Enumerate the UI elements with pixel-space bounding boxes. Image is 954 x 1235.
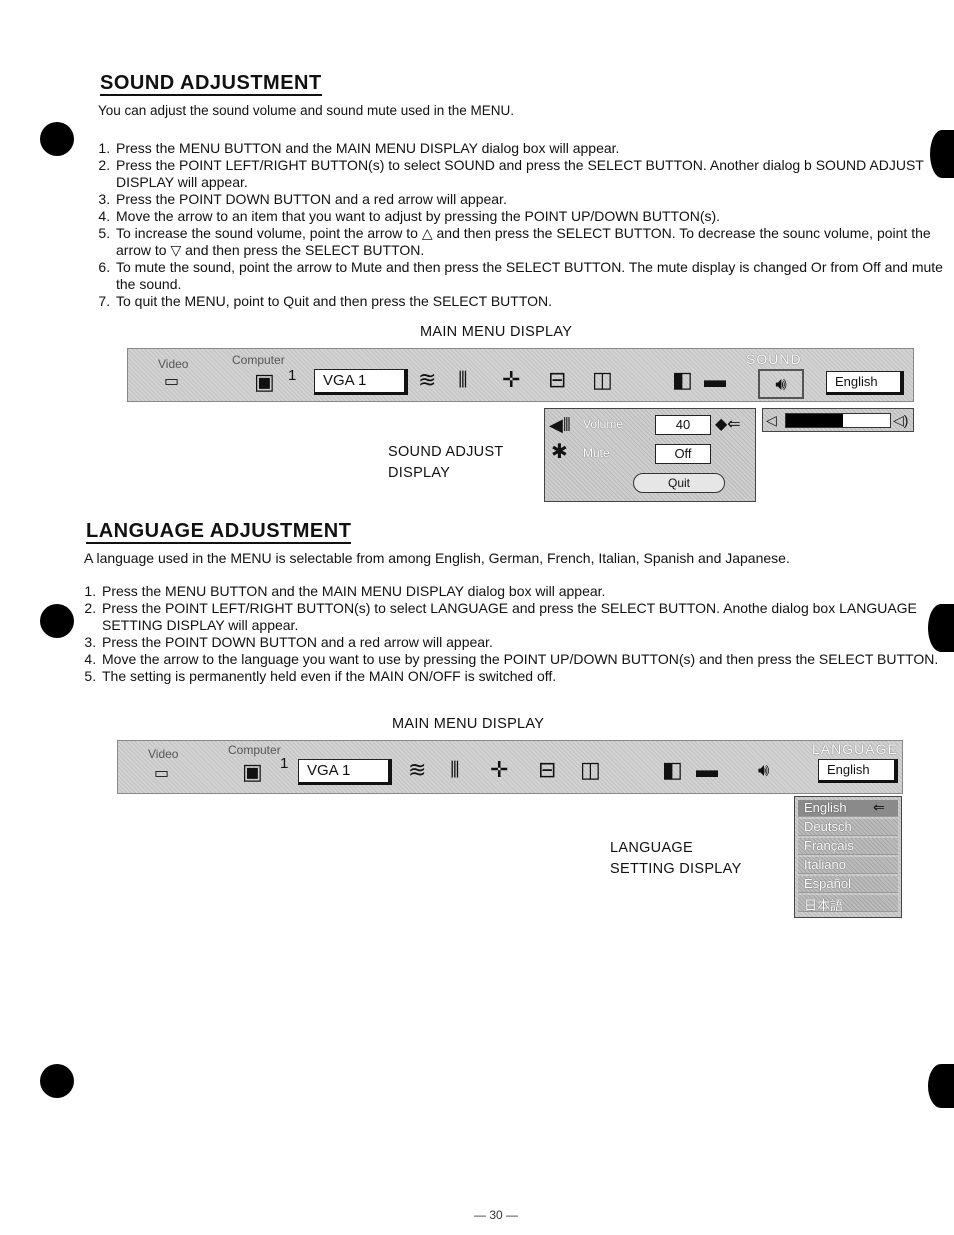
volume-up-down-arrows[interactable]: ◆⇐ [715, 416, 741, 433]
language-intro: A language used in the MENU is selectabl… [84, 550, 790, 566]
binder-hole-mark [40, 604, 74, 638]
language-option-espanol[interactable]: Español [798, 876, 898, 893]
sound-intro: You can adjust the sound volume and soun… [98, 103, 515, 118]
language-option-italiano[interactable]: Italiano [798, 857, 898, 874]
language-section-title: LANGUAGE ADJUSTMENT [86, 520, 352, 544]
volume-icon: ◀⦀ [549, 415, 571, 435]
binder-hole-mark [930, 130, 954, 178]
position-icon[interactable]: ✛ [502, 367, 521, 392]
computer-icon[interactable]: ▣ [254, 369, 275, 394]
list-item: Press the MENU BUTTON and the MAIN MENU … [114, 140, 954, 157]
video-tab[interactable]: Video [158, 357, 189, 371]
input-select[interactable]: VGA 1 [298, 759, 392, 785]
red-arrow-icon: ⇐ [873, 799, 885, 815]
image-select-icon[interactable]: ▬ [696, 757, 718, 782]
list-item: Press the MENU BUTTON and the MAIN MENU … [100, 583, 940, 600]
volume-value: 40 [655, 415, 711, 435]
list-item: To quit the MENU, point to Quit and then… [114, 293, 954, 310]
volume-fill [786, 414, 844, 427]
active-menu-title: SOUND [746, 351, 802, 367]
input-number: 1 [280, 755, 289, 772]
volume-track[interactable] [785, 413, 891, 428]
computer-tab[interactable]: Computer [232, 353, 285, 367]
sound-adjust-caption: SOUND ADJUST DISPLAY [388, 444, 504, 481]
list-item: Move the arrow to the language you want … [100, 651, 940, 668]
quit-button[interactable]: Quit [633, 473, 725, 493]
list-item: Press the POINT DOWN BUTTON and a red ar… [100, 634, 940, 651]
screen-icon[interactable]: ◫ [592, 367, 613, 392]
binder-hole-mark [928, 604, 954, 652]
list-item: Press the POINT LEFT/RIGHT BUTTON(s) to … [114, 157, 954, 191]
image-select-icon[interactable]: ▬ [704, 367, 726, 392]
language-main-menu-caption: MAIN MENU DISPLAY [392, 716, 545, 732]
video-icon: ▭ [154, 765, 170, 782]
page-number: — 30 — [474, 1208, 519, 1222]
mute-value[interactable]: Off [655, 444, 711, 464]
language-steps-list: Press the MENU BUTTON and the MAIN MENU … [82, 583, 940, 685]
pc-adjust-icon[interactable]: ⊟ [548, 367, 567, 392]
binder-hole-mark [40, 122, 74, 156]
language-option-english[interactable]: English [798, 800, 898, 817]
list-item: Press the POINT DOWN BUTTON and a red ar… [114, 191, 954, 208]
setting-icon[interactable]: ◧ [672, 367, 693, 392]
image-adjust-icon[interactable]: ≋ [408, 757, 427, 782]
input-number: 1 [288, 367, 297, 384]
language-option-japanese[interactable]: 日本語 [798, 895, 898, 913]
sound-main-menu-bar: Video ▭ Computer ▣ 1 VGA 1 ≋ ⦀ ✛ ⊟ ◫ ◧ ▬… [127, 348, 914, 402]
position-icon[interactable]: ✛ [490, 757, 509, 782]
sound-steps-list: Press the MENU BUTTON and the MAIN MENU … [96, 140, 954, 310]
video-tab[interactable]: Video [148, 747, 179, 761]
mute-label: Mute [583, 446, 610, 460]
list-item: To mute the sound, point the arrow to Mu… [114, 259, 954, 293]
input-select[interactable]: VGA 1 [314, 369, 408, 395]
volume-high-icon: ◁) [893, 412, 909, 428]
active-menu-title: LANGUAGE [812, 741, 898, 757]
computer-icon[interactable]: ▣ [242, 759, 263, 784]
binder-hole-mark [40, 1064, 74, 1098]
language-main-menu-bar: Video ▭ Computer ▣ 1 VGA 1 ≋ ⦀ ✛ ⊟ ◫ ◧ ▬… [117, 740, 903, 794]
language-setting-caption: LANGUAGE SETTING DISPLAY [610, 840, 742, 877]
bars-icon[interactable]: ⦀ [458, 367, 468, 392]
language-option-deutsch[interactable]: Deutsch [798, 819, 898, 836]
setting-icon[interactable]: ◧ [662, 757, 683, 782]
language-option-francais[interactable]: Français [798, 838, 898, 855]
list-item: Press the POINT LEFT/RIGHT BUTTON(s) to … [100, 600, 940, 634]
language-setting-panel: English ⇐ Deutsch Français Italiano Espa… [794, 796, 902, 918]
language-select[interactable]: English [818, 759, 898, 783]
mute-icon: ✱ [551, 441, 568, 463]
sound-section-title: SOUND ADJUSTMENT [100, 72, 322, 96]
list-item: To increase the sound volume, point the … [114, 225, 954, 259]
sound-icon[interactable]: 🔊︎ [758, 369, 804, 399]
video-icon: ▭ [164, 373, 180, 390]
binder-hole-mark [928, 1064, 954, 1108]
volume-bar: ◁ ◁) [762, 408, 914, 432]
volume-low-icon: ◁ [766, 412, 777, 428]
computer-tab[interactable]: Computer [228, 743, 281, 757]
pc-adjust-icon[interactable]: ⊟ [538, 757, 557, 782]
language-select[interactable]: English [826, 371, 904, 395]
sound-main-menu-caption: MAIN MENU DISPLAY [420, 324, 573, 340]
screen-icon[interactable]: ◫ [580, 757, 601, 782]
volume-label: Volume [583, 417, 624, 431]
list-item: The setting is permanently held even if … [100, 668, 940, 685]
bars-icon[interactable]: ⦀ [450, 757, 460, 782]
list-item: Move the arrow to an item that you want … [114, 208, 954, 225]
sound-icon[interactable]: 🔊︎ [758, 760, 770, 780]
sound-adjust-panel: ◀⦀ Volume 40 ◆⇐ ✱ Mute Off Quit [544, 408, 756, 502]
image-adjust-icon[interactable]: ≋ [418, 367, 437, 392]
